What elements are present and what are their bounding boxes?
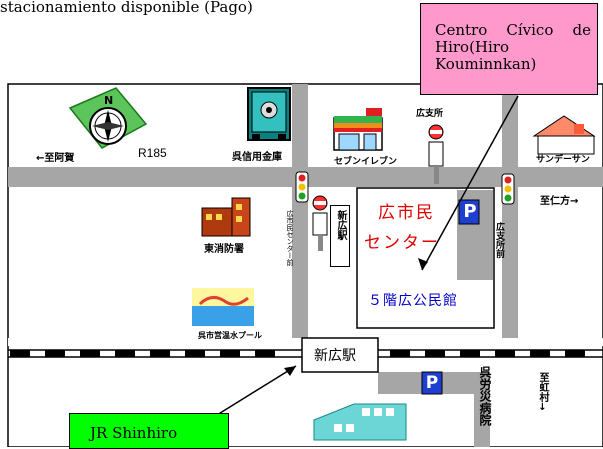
safe-icon: [247, 87, 291, 141]
compass-icon: N: [68, 87, 148, 149]
restaurant-icon: [532, 115, 596, 155]
label-sunday: サンデーサン: [536, 155, 590, 165]
parking-letter-hospital: P: [425, 373, 439, 393]
pool-icon: [192, 288, 254, 326]
road-label-to-nikata: 至仁方→: [540, 196, 579, 207]
road-label-to-aga: ←至阿賀: [36, 153, 75, 164]
traffic-light-right: [501, 173, 515, 205]
hospital-icon: [313, 403, 407, 441]
label-rosai-hospital: 呉労災病院: [478, 366, 492, 426]
parking-letter-center: P: [463, 201, 477, 222]
road-label-to-niji: 至虹村↓: [537, 372, 548, 413]
traffic-light-left: [295, 171, 309, 203]
center-name-line2: センター: [364, 233, 440, 253]
station-box: [301, 337, 379, 373]
parking-sign-hospital: [421, 371, 443, 395]
label-seven-eleven: セブンイレブン: [334, 157, 398, 167]
bus-stop-icon-hiro-branch: [428, 124, 444, 184]
center-name-line1: 広市民: [378, 203, 435, 223]
center-floor-info: ５階広公民館: [368, 293, 458, 309]
parking-sign-center: [458, 199, 480, 225]
label-hiro-shisho-mae: 広支所前: [494, 222, 504, 258]
label-higashi-fire: 東消防署: [204, 244, 244, 255]
road-vertical-right: [502, 84, 518, 346]
callout-civic-center: Centro Cívico de Hiro(Hiro Kouminnkan): [420, 3, 598, 95]
label-center-front: 広市民センター前: [286, 210, 294, 266]
label-pool: 呉市営温水プール: [198, 331, 262, 340]
label-kure-shinkin: 呉信用金庫: [232, 152, 282, 163]
road-hospital-vertical: [474, 372, 490, 447]
fire-station-icon: [201, 197, 251, 237]
bus-stop-icon-center: [312, 195, 328, 251]
road-vertical-left: [292, 84, 308, 346]
road-label-r185: R185: [138, 146, 167, 160]
svg-text:N: N: [104, 94, 113, 107]
label-hiro-branch: 広支所: [416, 109, 444, 119]
station-label: 新広駅: [314, 348, 356, 364]
convenience-store-icon: [333, 108, 383, 151]
parking-note: stacionamiento disponible (Pago): [0, 0, 253, 16]
arrow-civic-center: [421, 95, 519, 271]
callout-jr-station: JR Shinhiro: [69, 413, 229, 449]
label-shinhiro-small: 新広駅: [330, 205, 350, 267]
